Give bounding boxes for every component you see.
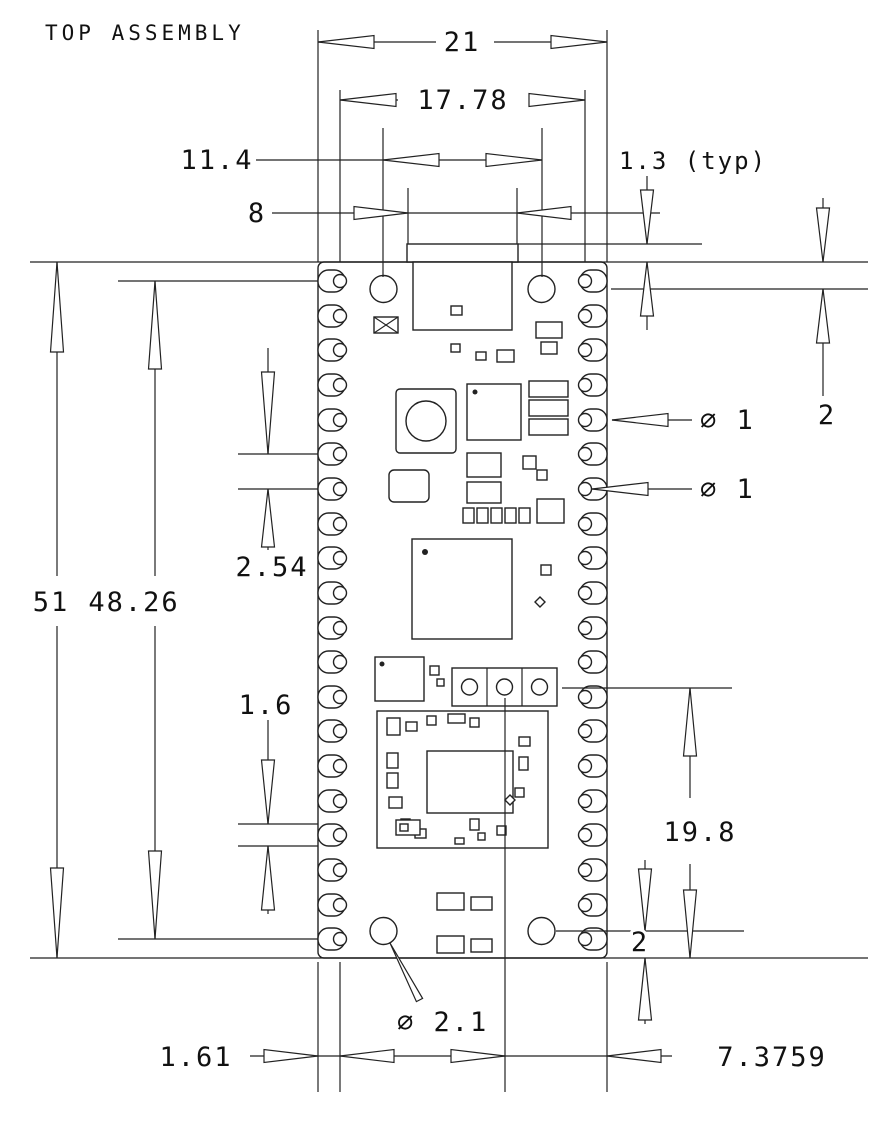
passive-components-bottom [436,892,493,954]
dim-board-width [317,34,608,50]
leader-pad-outer-dia [611,412,692,428]
dim-pad-width [238,720,318,914]
labels: TOP ASSEMBLY 21 17.78 11.4 8 1.3 (typ) 2… [30,18,837,1076]
pcb-board [317,243,608,959]
dim-debug-offset [682,687,698,959]
dim-board-length [49,261,65,959]
bootsel-button [395,388,457,454]
passive-components-top [450,305,569,436]
crystal [388,469,430,503]
label-pad-hole-dia: ∅ 1 [700,474,755,505]
dim-mounting-hole-spacing [256,152,543,168]
label-debug-from-right-edge: 7.3759 [717,1042,827,1073]
label-pad-outer-dia: ∅ 1 [700,405,755,436]
dim-pad-span-width [339,92,586,108]
leader-pad-hole-dia [591,481,692,497]
label-pin-pitch: 2.54 [235,552,308,583]
label-edge-to-pad-center: 1.61 [159,1042,232,1073]
label-pad-span-length: 48.26 [88,587,179,618]
label-mounting-hole-spacing: 11.4 [180,145,253,176]
wireless-module [376,710,549,849]
dim-usb-overhang [639,176,655,330]
regulator-ic [466,383,522,441]
flash-ic [374,656,445,702]
fiducial-box [373,316,399,334]
label-debug-offset: 19.8 [663,817,736,848]
dim-pad-span-length [147,280,163,940]
label-hole-to-bottom-edge: 2 [631,927,649,958]
label-pad-span-width: 17.78 [417,85,508,116]
label-mounting-hole-dia: ∅ 2.1 [397,1007,488,1038]
dim-usb-width [272,205,660,221]
dim-top-edge-to-hole [815,198,831,396]
drawing-title: TOP ASSEMBLY [45,21,245,45]
dim-hole-to-bottom-edge [637,860,653,1024]
label-board-length: 51 [33,587,70,618]
leader-mounting-hole-dia [389,942,424,1003]
dim-debug-from-right-edge [450,1048,662,1064]
label-board-width: 21 [444,27,481,58]
usb-connector [406,243,519,331]
rp2040-chip [411,538,513,640]
dim-pin-pitch [238,348,318,550]
mounting-hole-bottom-right [527,916,556,946]
passive-components-mid [462,452,565,608]
label-top-edge-to-hole: 2 [818,400,836,431]
label-usb-overhang: 1.3 (typ) [619,147,767,175]
dimension-lines [30,30,868,1092]
mounting-hole-bottom-left [369,916,398,946]
label-usb-width: 8 [248,198,266,229]
label-pad-width: 1.6 [239,690,294,721]
